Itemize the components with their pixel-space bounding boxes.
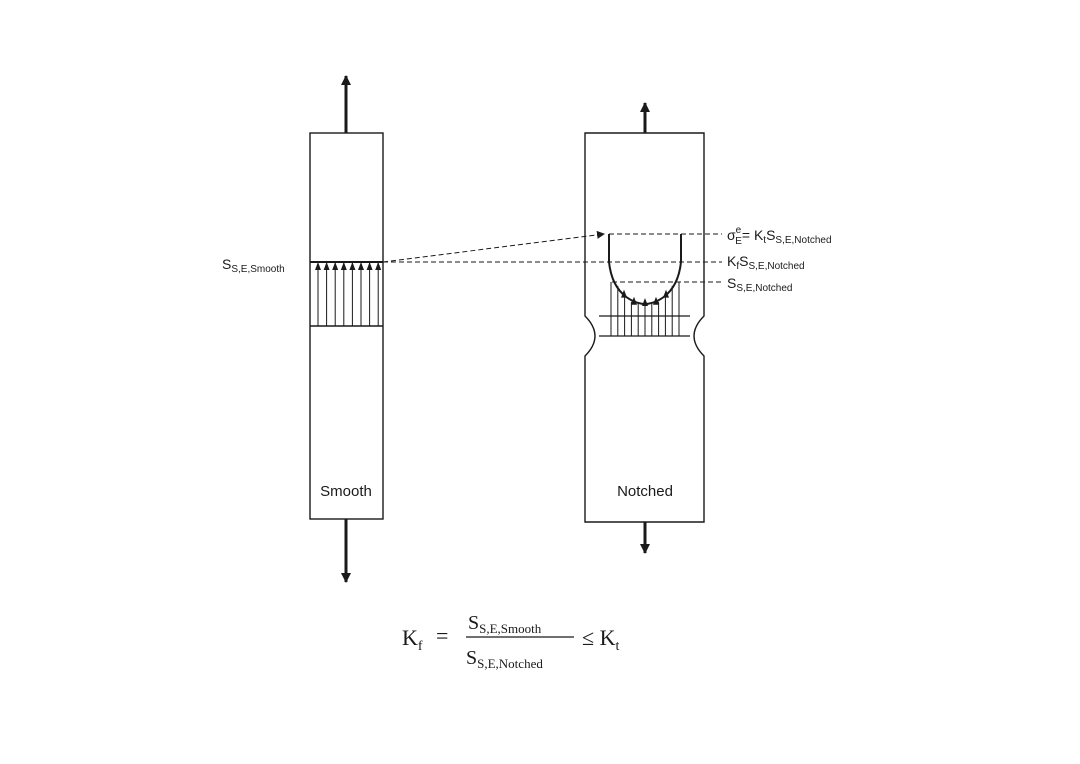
notched-stress-arrowhead [631,296,637,305]
smooth-stress-arrowhead [358,262,364,270]
smooth-stress-arrowhead [315,262,321,270]
equation-lhs: Kf [402,625,423,654]
smooth-stress-label: SS,E,Smooth [222,256,285,275]
smooth-specimen: SS,E,Smooth Smooth [222,75,384,583]
label-kf-stress: KfSS,E,Notched [727,253,805,272]
equation-rhs: ≤ Kt [582,625,619,654]
smooth-stress-distribution [310,261,383,327]
smooth-stress-arrowhead [366,262,373,270]
equation-denominator: SS,E,Notched [466,647,543,671]
notched-stress-arrowhead [663,289,669,298]
dashed-connectors [382,230,722,283]
smooth-stress-arrowhead [323,262,330,270]
equation-numerator: SS,E,Smooth [468,612,542,636]
notched-stress-arrowhead [653,296,659,305]
kf-equation: Kf = SS,E,Smooth SS,E,Notched ≤ Kt [402,612,619,671]
smooth-stress-arrowhead [349,262,356,270]
label-nominal-stress: SS,E,Notched [727,275,793,294]
smooth-stress-arrowhead [332,262,339,270]
smooth-caption: Smooth [320,483,372,500]
smooth-stress-arrowhead [340,262,347,270]
notched-stress-curve [608,234,682,306]
notched-stress-arrowhead [642,298,648,306]
smooth-stress-arrowhead [375,262,382,270]
equation-equals: = [436,623,448,648]
notched-specimen: Notched [584,102,705,554]
notched-stress-arrowhead [621,289,627,298]
notched-stress-distribution [599,234,690,337]
notched-caption: Notched [617,483,673,500]
notched-bar-outline [584,132,705,523]
connector-smooth-to-peak [382,230,605,263]
